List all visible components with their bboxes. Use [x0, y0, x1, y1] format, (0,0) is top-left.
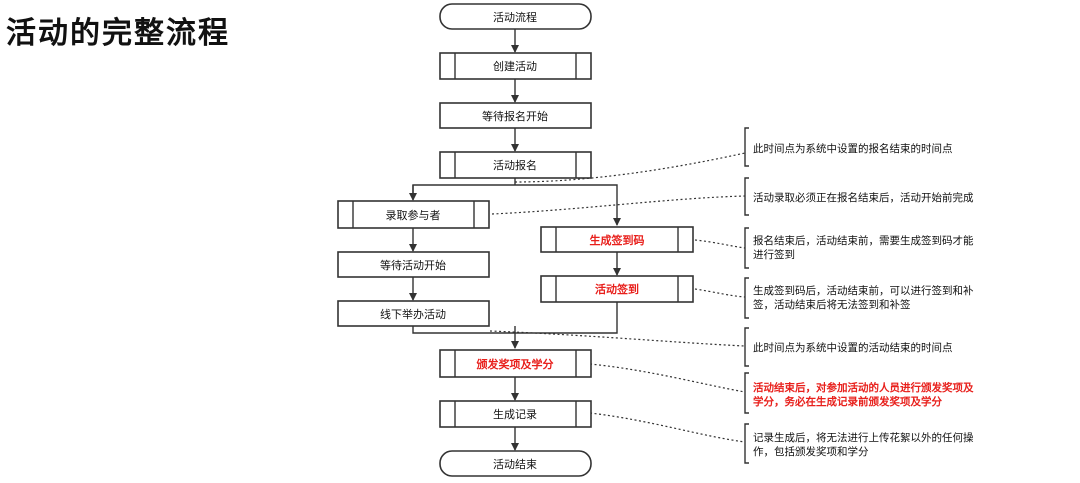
note-1-line-1: 此时间点为系统中设置的报名结束的时间点: [753, 142, 953, 155]
node-start: 活动流程: [439, 3, 592, 30]
node-signup: 活动报名: [439, 151, 592, 179]
note-5-line-1: 此时间点为系统中设置的活动结束的时间点: [753, 341, 953, 354]
note-3-line-1: 报名结束后，活动结束前，需要生成签到码才能: [753, 234, 974, 247]
note-2-line-1: 活动录取必须正在报名结束后，活动开始前完成: [753, 191, 974, 204]
svg-text:录取参与者: 录取参与者: [386, 208, 441, 222]
edge-checkin-merge: [515, 302, 618, 334]
bracket-n4: [744, 277, 749, 319]
note-3-line-2: 进行签到: [753, 248, 795, 261]
bracket-n3: [744, 227, 749, 269]
note-6-line-2: 学分，务必在生成记录前颁发奖项及学分: [753, 395, 942, 408]
node-gen-code: 生成签到码: [540, 226, 694, 253]
node-offline: 线下举办活动: [337, 300, 490, 327]
node-gen-record: 生成记录: [439, 400, 592, 428]
svg-text:活动报名: 活动报名: [493, 158, 537, 172]
svg-text:生成签到码: 生成签到码: [590, 233, 645, 247]
node-wait-start: 等待活动开始: [337, 251, 490, 278]
dotted-n3: [694, 239, 746, 249]
note-4-line-1: 生成签到码后，活动结束前，可以进行签到和补: [753, 284, 974, 297]
page-title: 活动的完整流程: [6, 16, 230, 51]
note-4-line-2: 签，活动结束后将无法签到和补签: [753, 298, 911, 311]
node-award: 颁发奖项及学分: [439, 349, 592, 378]
bracket-n5: [744, 327, 749, 367]
svg-text:等待活动开始: 等待活动开始: [380, 258, 446, 272]
bracket-n1: [744, 127, 749, 167]
node-create: 创建活动: [439, 52, 592, 80]
note-6-line-1: 活动结束后，对参加活动的人员进行颁发奖项及: [753, 381, 974, 394]
svg-text:颁发奖项及学分: 颁发奖项及学分: [477, 357, 554, 371]
node-checkin: 活动签到: [540, 275, 694, 303]
svg-text:等待报名开始: 等待报名开始: [482, 109, 548, 123]
dotted-n2: [491, 195, 746, 215]
dotted-n7: [589, 412, 746, 443]
svg-text:活动签到: 活动签到: [595, 282, 639, 296]
note-7-line-2: 作，包括颁发奖项和学分: [753, 445, 869, 458]
dotted-n1: [514, 152, 746, 183]
svg-text:线下举办活动: 线下举办活动: [380, 307, 446, 321]
svg-text:活动流程: 活动流程: [493, 10, 537, 24]
bracket-n7: [744, 423, 749, 464]
bracket-n2: [744, 177, 749, 216]
bracket-n6: [744, 372, 749, 414]
dotted-n4: [694, 288, 746, 298]
edge-offline-merge: [412, 326, 515, 334]
dotted-n5: [489, 330, 746, 347]
node-end: 活动结束: [439, 450, 592, 477]
svg-text:活动结束: 活动结束: [493, 458, 537, 471]
svg-text:生成记录: 生成记录: [493, 407, 537, 421]
node-wait-signup: 等待报名开始: [439, 102, 592, 129]
note-7-line-1: 记录生成后，将无法进行上传花絮以外的任何操: [753, 431, 974, 444]
svg-text:创建活动: 创建活动: [493, 59, 537, 73]
dotted-n6: [589, 363, 746, 393]
node-admit: 录取参与者: [337, 200, 490, 229]
